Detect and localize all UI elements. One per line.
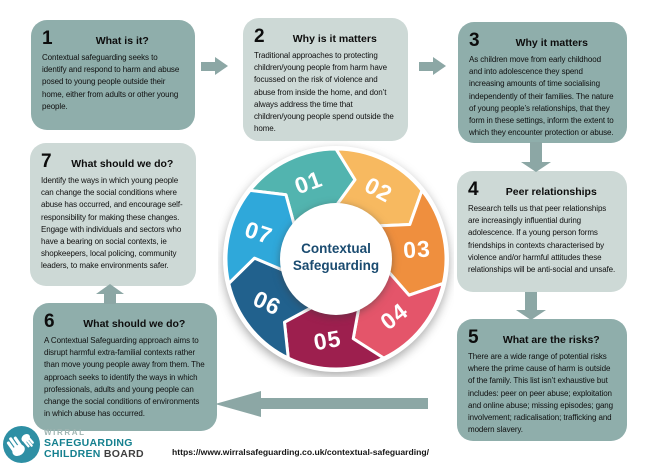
box-1-body: Contextual safeguarding seeks to identif…	[42, 53, 180, 111]
box-1-number: 1	[42, 28, 53, 49]
box-7-title: What should we do?	[71, 158, 174, 170]
box-2-why-is-it-matters: 2 Why is it matters Traditional approach…	[243, 18, 408, 141]
box-4-peer-relationships: 4 Peer relationships Research tells us t…	[457, 171, 627, 292]
arrow-down-4-5-icon	[525, 292, 537, 310]
arrow-right-2-3-icon	[419, 62, 433, 71]
website-link[interactable]: https://www.wirralsafeguarding.co.uk/con…	[172, 447, 430, 457]
arrow-down-3-4-icon	[530, 142, 542, 162]
box-6-number: 6	[44, 311, 55, 332]
box-3-body: As children move from early childhood an…	[469, 55, 614, 138]
logo-word-board: BOARD	[103, 447, 144, 460]
box-2-title: Why is it matters	[292, 33, 377, 45]
box-2-body: Traditional approaches to protecting chi…	[254, 51, 394, 134]
logo-line-wirral: WIRRAL	[44, 428, 86, 438]
arrow-right-1-2-icon	[201, 62, 215, 71]
box-7-number: 7	[41, 151, 52, 172]
box-6-what-should-we-do: 6 What should we do? A Contextual Safegu…	[33, 303, 217, 431]
logo-word-children: CHILDREN	[44, 447, 101, 460]
box-1-header: 1 What is it?	[42, 29, 184, 48]
arrow-up-6-7-head-icon	[96, 284, 124, 294]
box-5-body: There are a wide range of potential risk…	[468, 352, 613, 435]
ring-center-title-line1: Contextual	[301, 241, 371, 256]
arrow-down-4-5-head-icon	[516, 310, 546, 320]
box-3-header: 3 Why it matters	[469, 31, 616, 50]
ring-segment-label-03: 03	[402, 235, 431, 263]
box-6-header: 6 What should we do?	[44, 312, 206, 331]
wscb-logo-text: WIRRAL SAFEGUARDING CHILDREN BOARD	[44, 428, 144, 460]
box-5-title: What are the risks?	[502, 334, 600, 346]
arrow-up-6-7-icon	[104, 294, 116, 304]
box-4-body: Research tells us that peer relationship…	[468, 204, 616, 275]
arrow-right-1-2-head-icon	[215, 57, 228, 75]
ring-inner-disc	[280, 203, 392, 315]
logo-line-safeguarding: SAFEGUARDING	[44, 436, 133, 449]
arrow-left-5-6-icon	[261, 398, 428, 409]
box-6-body: A Contextual Safeguarding approach aims …	[44, 336, 205, 419]
box-5-what-are-the-risks: 5 What are the risks? There are a wide r…	[457, 319, 627, 441]
ring-segment-label-05: 05	[312, 325, 344, 355]
box-5-number: 5	[468, 327, 479, 348]
box-3-title: Why it matters	[515, 37, 588, 49]
box-6-title: What should we do?	[83, 318, 186, 330]
box-7-body: Identify the ways in which young people …	[41, 176, 183, 271]
box-4-title: Peer relationships	[505, 186, 597, 198]
box-2-number: 2	[254, 26, 265, 47]
box-4-number: 4	[468, 179, 479, 200]
box-3-why-it-matters: 3 Why it matters As children move from e…	[458, 22, 627, 143]
arrow-right-2-3-head-icon	[433, 57, 446, 75]
box-4-header: 4 Peer relationships	[468, 180, 616, 199]
box-7-header: 7 What should we do?	[41, 152, 185, 171]
box-2-header: 2 Why is it matters	[254, 27, 397, 46]
box-7-what-should-we-do: 7 What should we do? Identify the ways i…	[30, 143, 196, 286]
box-3-number: 3	[469, 30, 480, 51]
arrow-down-3-4-head-icon	[521, 162, 551, 172]
box-1-what-is-it: 1 What is it? Contextual safeguarding se…	[31, 20, 195, 130]
box-5-header: 5 What are the risks?	[468, 328, 616, 347]
box-1-title: What is it?	[95, 35, 149, 47]
ring-center-title-line2: Safeguarding	[293, 258, 379, 273]
wscb-logo: WIRRAL SAFEGUARDING CHILDREN BOARD	[3, 426, 144, 463]
arrow-left-5-6-head-icon	[215, 391, 261, 417]
logo-line-children-board: CHILDREN BOARD	[44, 447, 144, 460]
hands-logo-icon	[3, 426, 40, 463]
